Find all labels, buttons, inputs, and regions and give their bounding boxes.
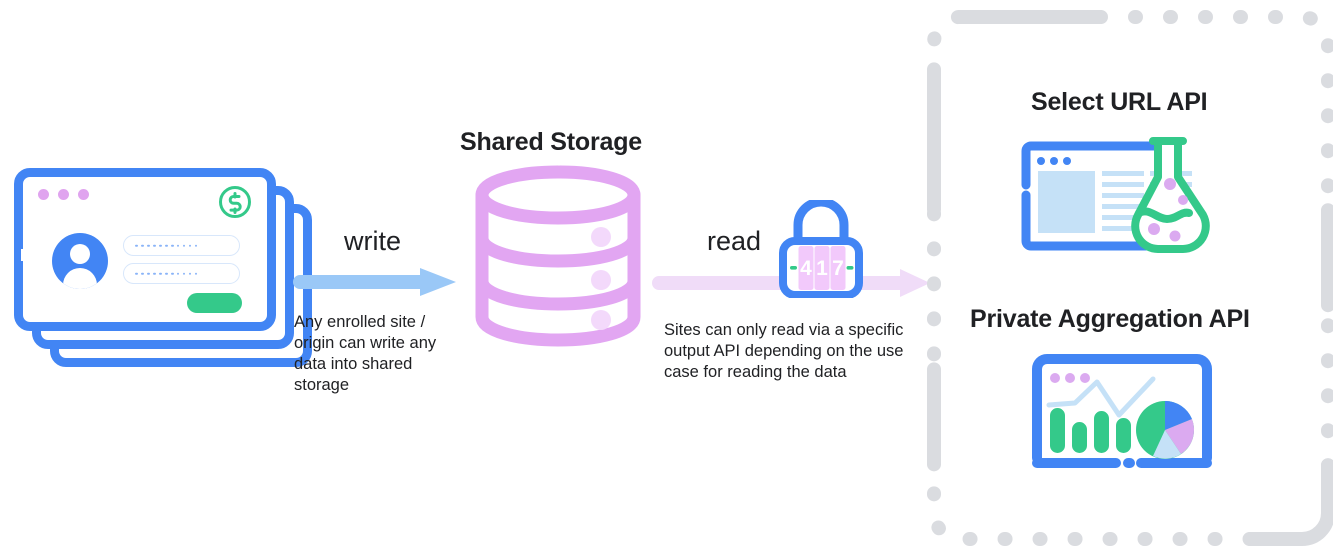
output-apis-panel bbox=[925, 8, 1333, 548]
avatar-head bbox=[70, 244, 90, 264]
browser-window-front bbox=[14, 168, 276, 331]
window-dot bbox=[38, 189, 49, 200]
select-url-api-title: Select URL API bbox=[1031, 88, 1208, 116]
shared-storage-title: Shared Storage bbox=[460, 128, 642, 156]
svg-text:1: 1 bbox=[816, 257, 828, 280]
browser-window-with-flask-icon bbox=[1017, 137, 1227, 255]
database-cylinder-icon bbox=[468, 165, 648, 348]
window-controls-dots bbox=[38, 189, 89, 200]
window-edge-notch bbox=[21, 249, 29, 261]
password-dots bbox=[135, 272, 198, 275]
submit-button[interactable] bbox=[187, 293, 242, 313]
svg-text:7: 7 bbox=[832, 257, 844, 280]
read-label: read bbox=[707, 226, 762, 256]
write-arrow-icon bbox=[292, 266, 458, 298]
avatar bbox=[52, 233, 108, 289]
write-caption: Any enrolled site / origin can write any… bbox=[294, 313, 437, 394]
password-field[interactable] bbox=[123, 263, 240, 284]
avatar-body bbox=[63, 268, 97, 289]
write-label: write bbox=[344, 226, 402, 256]
combination-lock-icon: 4 1 7 bbox=[779, 197, 863, 299]
window-dot bbox=[58, 189, 69, 200]
svg-text:4: 4 bbox=[800, 257, 812, 280]
read-caption: Sites can only read via a specific outpu… bbox=[664, 321, 904, 381]
password-dots bbox=[135, 244, 198, 247]
enrolled-site-windows bbox=[14, 168, 314, 368]
browser-window-with-charts-icon bbox=[1031, 353, 1213, 475]
private-aggregation-api-title: Private Aggregation API bbox=[970, 305, 1250, 333]
username-field[interactable] bbox=[123, 235, 240, 256]
dollar-coin-icon bbox=[217, 184, 253, 220]
window-dot bbox=[78, 189, 89, 200]
